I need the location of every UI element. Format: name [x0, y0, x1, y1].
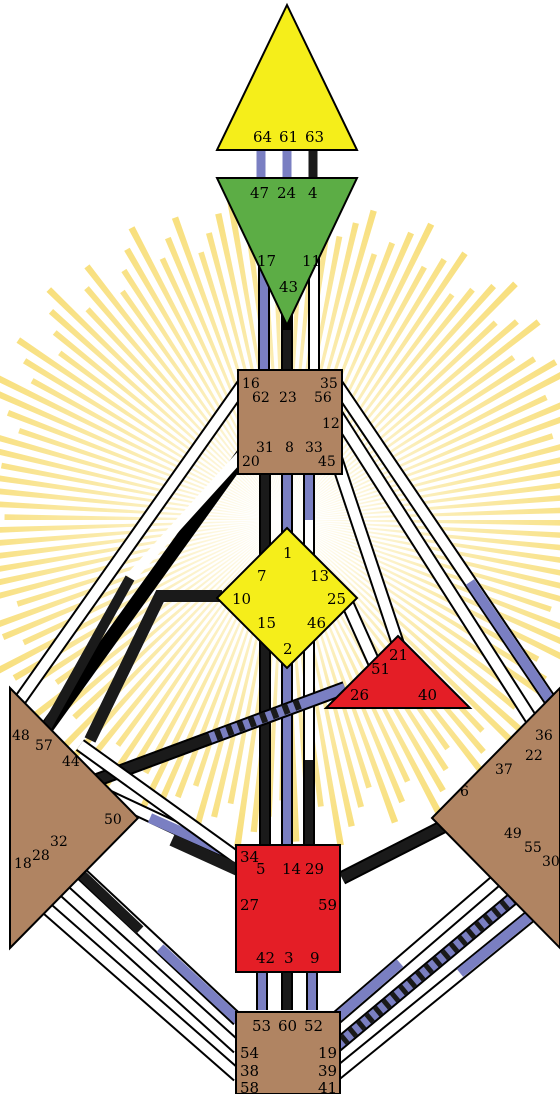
gate-label: 54: [240, 1044, 259, 1062]
gate-label: 56: [314, 390, 332, 406]
gate-label: 17: [257, 252, 276, 270]
gate-label: 57: [35, 738, 53, 754]
gate-label: 15: [257, 614, 276, 632]
channel-39-55: [334, 880, 535, 1048]
gate-label: 53: [252, 1017, 271, 1035]
gate-label: 64: [253, 128, 272, 146]
gate-label: 19: [318, 1044, 337, 1062]
gate-label: 23: [279, 390, 297, 406]
gate-label: 41: [318, 1079, 337, 1094]
gate-label: 45: [318, 454, 336, 470]
gate-label: 51: [371, 660, 390, 678]
gate-label: 2: [283, 640, 293, 658]
gate-label: 42: [256, 949, 275, 967]
gate-label: 6: [460, 784, 469, 800]
gate-label: 26: [350, 686, 369, 704]
gate-label: 61: [279, 128, 298, 146]
gate-label: 20: [242, 454, 260, 470]
gate-label: 5: [256, 860, 266, 878]
gate-label: 28: [32, 848, 50, 864]
gate-label: 10: [232, 590, 251, 608]
gate-label: 30: [542, 854, 560, 870]
gate-label: 4: [308, 184, 318, 202]
gate-label: 7: [257, 567, 267, 585]
gate-label: 44: [62, 754, 80, 770]
gate-label: 48: [12, 728, 30, 744]
gate-label: 43: [279, 278, 298, 296]
gate-label: 18: [14, 856, 32, 872]
gate-label: 35: [320, 376, 338, 392]
gate-label: 36: [535, 728, 553, 744]
gate-label: 14: [282, 860, 301, 878]
gate-label: 55: [524, 840, 542, 856]
gate-label: 40: [418, 686, 437, 704]
gate-label: 47: [250, 184, 269, 202]
gate-label: 52: [304, 1017, 323, 1035]
gate-label: 50: [104, 812, 122, 828]
gate-label: 49: [504, 826, 522, 842]
gate-label: 46: [307, 614, 326, 632]
gate-label: 27: [240, 896, 259, 914]
gate-label: 11: [302, 252, 321, 270]
gate-label: 24: [277, 184, 296, 202]
gate-label: 13: [310, 567, 329, 585]
gate-label: 12: [322, 416, 340, 432]
gate-label: 22: [525, 748, 543, 764]
gate-label: 25: [327, 590, 346, 608]
gate-label: 63: [305, 128, 324, 146]
gate-label: 60: [278, 1017, 297, 1035]
gate-label: 58: [240, 1079, 259, 1094]
gate-label: 3: [284, 949, 294, 967]
gate-label: 1: [283, 544, 293, 562]
gate-label: 39: [318, 1062, 337, 1080]
gate-label: 9: [310, 949, 320, 967]
gate-label: 8: [285, 440, 294, 456]
gate-label: 32: [50, 834, 68, 850]
gate-label: 38: [240, 1062, 259, 1080]
gate-label: 59: [318, 896, 337, 914]
gate-label: 21: [389, 646, 408, 664]
gate-label: 37: [495, 762, 513, 778]
gate-label: 29: [305, 860, 324, 878]
gate-label: 62: [252, 390, 270, 406]
